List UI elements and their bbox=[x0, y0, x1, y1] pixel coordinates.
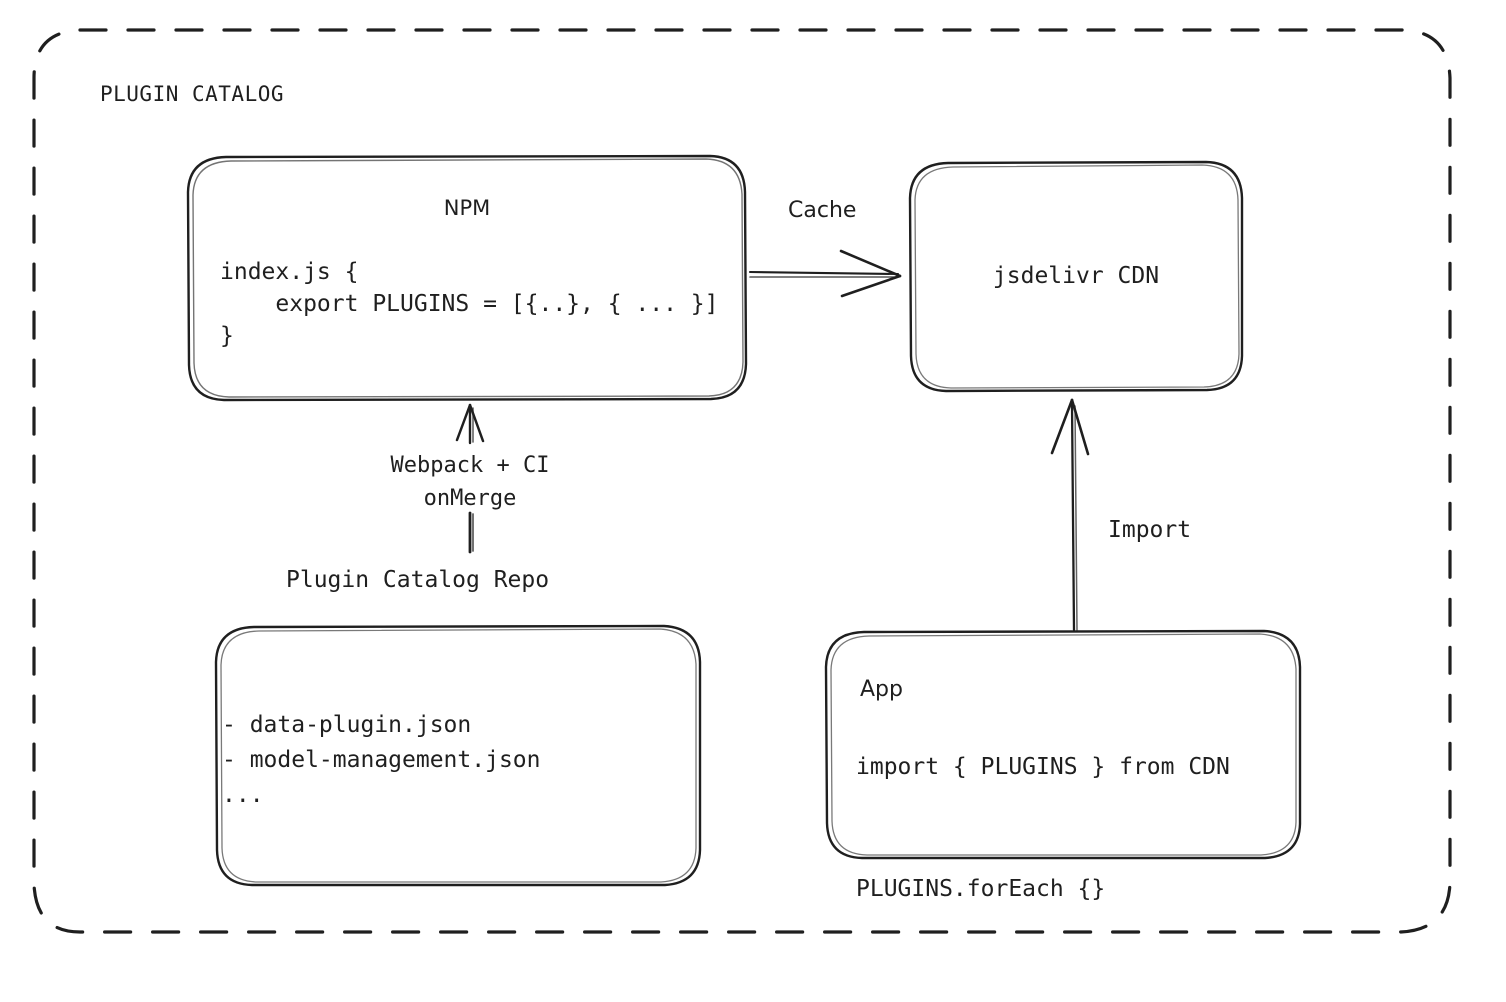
node-repo-file-list: - data-plugin.json - model-management.js… bbox=[222, 712, 541, 808]
edge-label-webpack-ci: Webpack + CI onMerge bbox=[390, 453, 550, 511]
group-title: PLUGIN CATALOG bbox=[100, 82, 285, 106]
node-npm-title: NPM bbox=[443, 196, 491, 220]
node-app-title: App bbox=[860, 677, 903, 702]
edge-label-cache: Cache bbox=[788, 198, 857, 223]
node-npm-code: index.js { export PLUGINS = [{..}, { ...… bbox=[220, 259, 719, 349]
edge-npm-to-cdn-arrow bbox=[748, 249, 902, 298]
node-cdn-title: jsdelivr CDN bbox=[992, 263, 1160, 289]
node-repo-caption: Plugin Catalog Repo bbox=[286, 567, 550, 593]
edge-app-to-cdn-arrow bbox=[1050, 398, 1090, 632]
node-app-code: import { PLUGINS } from CDN PLUGINS.forE… bbox=[856, 754, 1230, 902]
edge-label-import: Import bbox=[1108, 517, 1192, 543]
